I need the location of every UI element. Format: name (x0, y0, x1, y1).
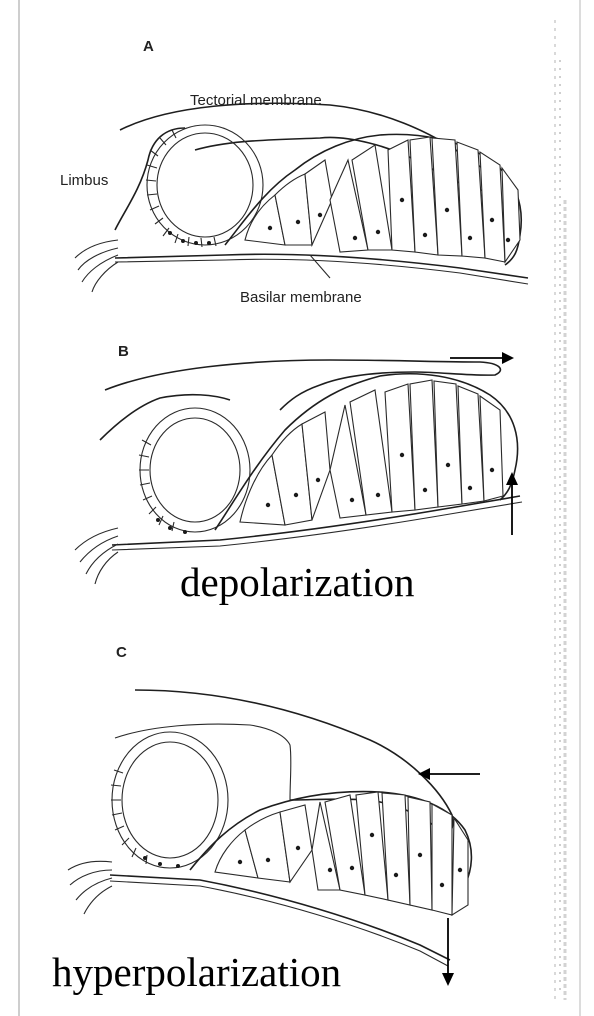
sulcus-cells-c (111, 770, 180, 868)
basilar-arrowhead-up (506, 472, 518, 485)
basilar-leader-line (310, 255, 330, 278)
panel-b: B (75, 343, 522, 605)
panel-a: A Tectorial membrane Limbus (60, 38, 528, 306)
hyperpolarization-caption: hyperpolarization (52, 949, 341, 995)
supporting-cells-c (215, 792, 468, 915)
basilar-arrowhead-down (442, 973, 454, 986)
inner-sulcus-b (140, 408, 250, 532)
inner-sulcus-inner-b (150, 418, 240, 522)
supporting-cells-b (240, 380, 503, 525)
depolarization-caption: depolarization (180, 559, 415, 605)
limbus-body (115, 128, 185, 230)
nerve-fibers-c (68, 861, 112, 914)
panel-letter-b: B (118, 343, 129, 360)
inner-sulcus-inner (157, 133, 253, 237)
limbus-label: Limbus (60, 172, 108, 189)
basilar-membrane-label: Basilar membrane (240, 289, 362, 306)
panel-c: C (52, 644, 480, 995)
panel-letter-c: C (116, 644, 127, 661)
tectorial-membrane-label: Tectorial membrane (190, 92, 322, 109)
scan-edge-texture (555, 20, 565, 1000)
inner-sulcus-inner-c (122, 742, 218, 858)
nerve-fibers-b (75, 528, 118, 584)
supporting-cells (245, 137, 520, 262)
shear-arrowhead-right (502, 352, 514, 364)
panel-letter-a: A (143, 38, 154, 55)
nerve-fibers-a (75, 240, 118, 292)
